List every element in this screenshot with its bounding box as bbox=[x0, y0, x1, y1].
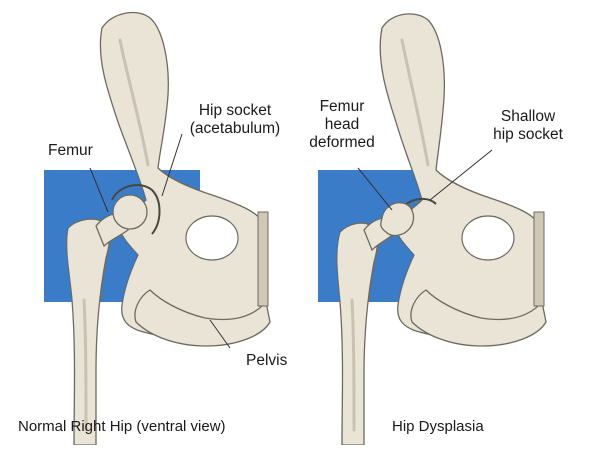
normal-socket-label-line2: (acetabulum) bbox=[170, 120, 300, 138]
dysplasia-pubic-symphysis bbox=[534, 212, 544, 306]
dysplasia-femur-shaft bbox=[337, 223, 378, 445]
dysplasia-socket-label-line2: hip socket bbox=[478, 126, 578, 144]
dysplasia-head-label: Femur head deformed bbox=[300, 98, 384, 152]
normal-hip-group bbox=[44, 13, 270, 445]
dysplasia-head-label-line3: deformed bbox=[300, 134, 384, 152]
dysplasia-obturator-foramen bbox=[462, 216, 514, 260]
dysplasia-hip-group bbox=[318, 14, 546, 445]
dysplasia-head-label-line1: Femur bbox=[300, 98, 384, 116]
dysplasia-head-label-line2: head bbox=[300, 116, 384, 134]
normal-caption: Normal Right Hip (ventral view) bbox=[18, 418, 226, 435]
dysplasia-socket-label: Shallow hip socket bbox=[478, 108, 578, 144]
normal-pelvis-label: Pelvis bbox=[246, 352, 287, 370]
dysplasia-socket-label-line1: Shallow bbox=[478, 108, 578, 126]
dysplasia-caption: Hip Dysplasia bbox=[392, 418, 484, 435]
normal-femur-label: Femur bbox=[48, 142, 93, 160]
normal-femur-head bbox=[113, 195, 147, 229]
normal-obturator-foramen bbox=[186, 216, 238, 260]
normal-socket-label-line1: Hip socket bbox=[170, 102, 300, 120]
normal-pubic-symphysis bbox=[258, 212, 268, 306]
normal-femur-shaft bbox=[67, 219, 110, 445]
normal-socket-label: Hip socket (acetabulum) bbox=[170, 102, 300, 138]
